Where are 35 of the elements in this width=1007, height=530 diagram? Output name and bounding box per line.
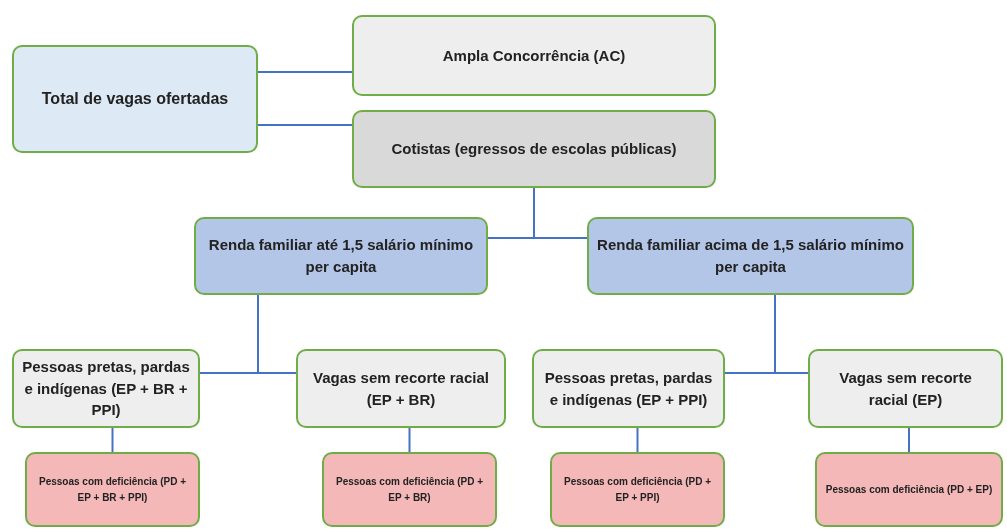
category-box xyxy=(352,110,716,188)
process-box xyxy=(12,349,200,428)
quota-box xyxy=(25,452,200,527)
box-text: Pessoas com deficiência (PD + EP) xyxy=(825,482,993,497)
process-box xyxy=(296,349,506,428)
box-text: Renda familiar até 1,5 salário mínimo per capita xyxy=(207,235,475,277)
box-text: Vagas sem recorte racial (EP + BR) xyxy=(312,367,490,410)
box-text: Ampla Concorrência (AC) xyxy=(442,45,626,66)
process-box xyxy=(587,217,914,295)
box-text: Pessoas pretas, pardas e indígenas (EP + BR + PPI) xyxy=(22,356,190,421)
box-text: Pessoas pretas, pardas e indígenas (EP + PPI) xyxy=(543,367,714,410)
category-box xyxy=(352,15,716,96)
box-text: Total de vagas ofertadas xyxy=(41,89,229,110)
quota-box xyxy=(815,452,1003,527)
total-box xyxy=(12,45,258,153)
connector-line xyxy=(111,427,114,453)
connector-line xyxy=(533,187,588,239)
quota-box xyxy=(550,452,725,527)
connector-line xyxy=(774,294,809,374)
connector-line xyxy=(636,427,639,453)
connector-line xyxy=(257,71,353,73)
quota-box xyxy=(322,452,497,527)
box-text: Pessoas com deficiência (PD + EP + BR + PPI) xyxy=(38,474,187,505)
connector-line xyxy=(408,427,411,453)
box-text: Renda familiar acima de 1,5 salário mínimo per capita xyxy=(597,235,904,277)
process-box xyxy=(194,217,488,295)
process-box xyxy=(808,349,1003,428)
connector-line xyxy=(257,294,297,374)
box-text: Pessoas com deficiência (PD + EP + BR) xyxy=(335,474,484,505)
box-text: Cotistas (egressos de escolas públicas) xyxy=(391,139,677,160)
process-box xyxy=(532,349,725,428)
box-text: Vagas sem recorte racial (EP) xyxy=(838,367,973,410)
connector-line xyxy=(257,124,353,126)
connector-line xyxy=(908,427,910,453)
box-text: Pessoas com deficiência (PD + EP + PPI) xyxy=(563,474,712,505)
